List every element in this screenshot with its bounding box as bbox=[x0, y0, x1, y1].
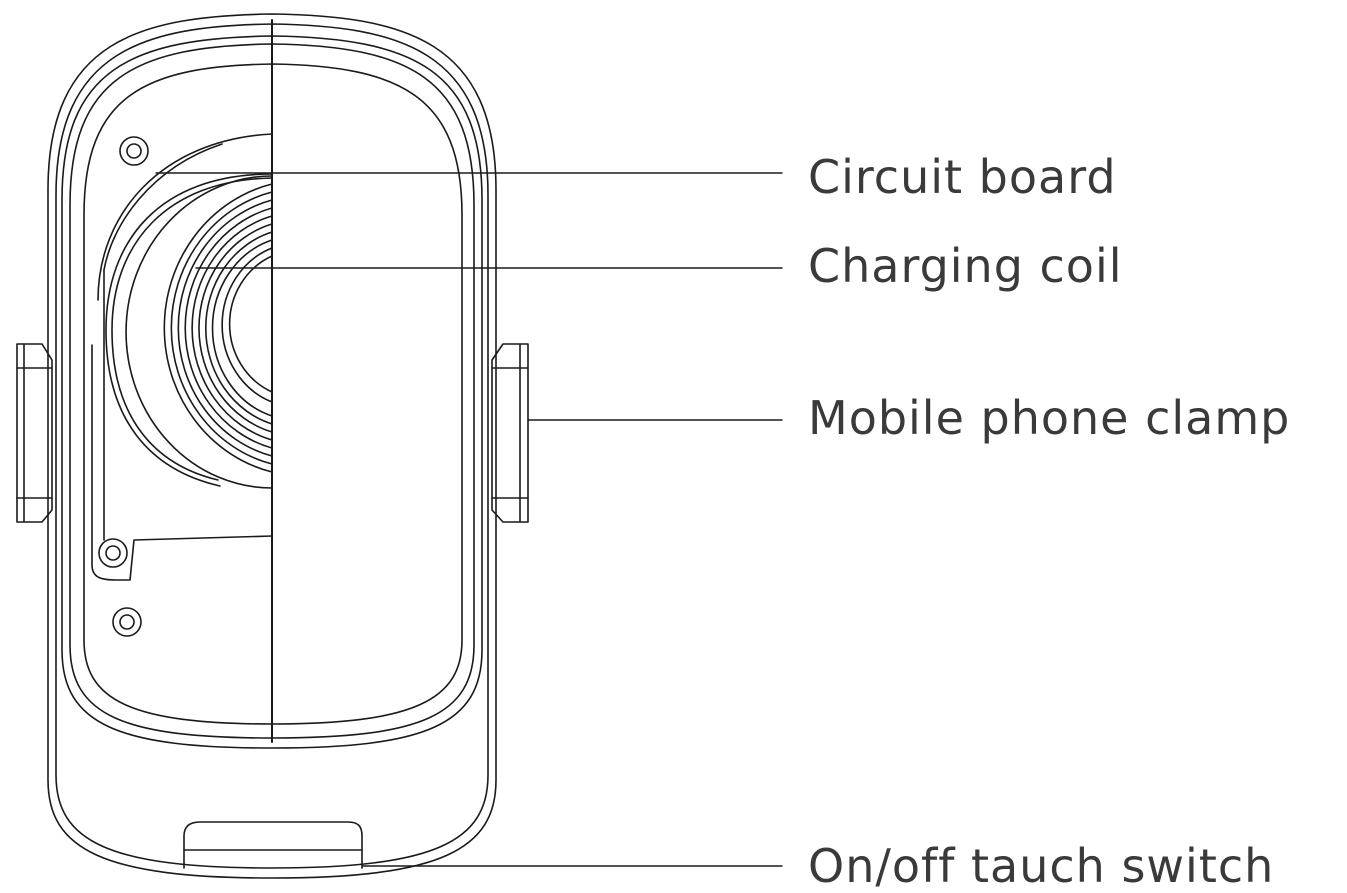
circuit-board-bracket-inner bbox=[103, 143, 223, 271]
label-circuit-board: Circuit board bbox=[808, 150, 1117, 204]
charging-plate bbox=[61, 35, 483, 749]
circuit-board-bracket bbox=[97, 133, 273, 301]
screw-middle bbox=[98, 538, 128, 568]
leader-lines bbox=[155, 172, 783, 867]
charger-body bbox=[47, 13, 497, 879]
charging-coil bbox=[125, 175, 273, 489]
body-outer-outline bbox=[47, 13, 497, 879]
screw-top bbox=[119, 136, 149, 166]
coil-cover-arc-inner bbox=[111, 177, 273, 481]
touch-switch bbox=[183, 821, 363, 869]
plate-inner-outline bbox=[83, 63, 463, 725]
label-charging-coil: Charging coil bbox=[808, 239, 1123, 293]
circuit-board-outline bbox=[91, 344, 273, 581]
plate-rim bbox=[69, 43, 475, 739]
label-on-off-touch-switch: On/off tauch switch bbox=[808, 839, 1275, 893]
right-clamp bbox=[491, 343, 529, 523]
plate-outer-outline bbox=[61, 35, 483, 749]
screw-bottom bbox=[112, 607, 142, 637]
coil-cover-arc bbox=[105, 173, 273, 487]
left-clamp bbox=[16, 343, 53, 523]
inner-mechanism bbox=[91, 133, 273, 637]
body-inner-outline bbox=[55, 23, 489, 869]
label-mobile-phone-clamp: Mobile phone clamp bbox=[808, 391, 1291, 445]
